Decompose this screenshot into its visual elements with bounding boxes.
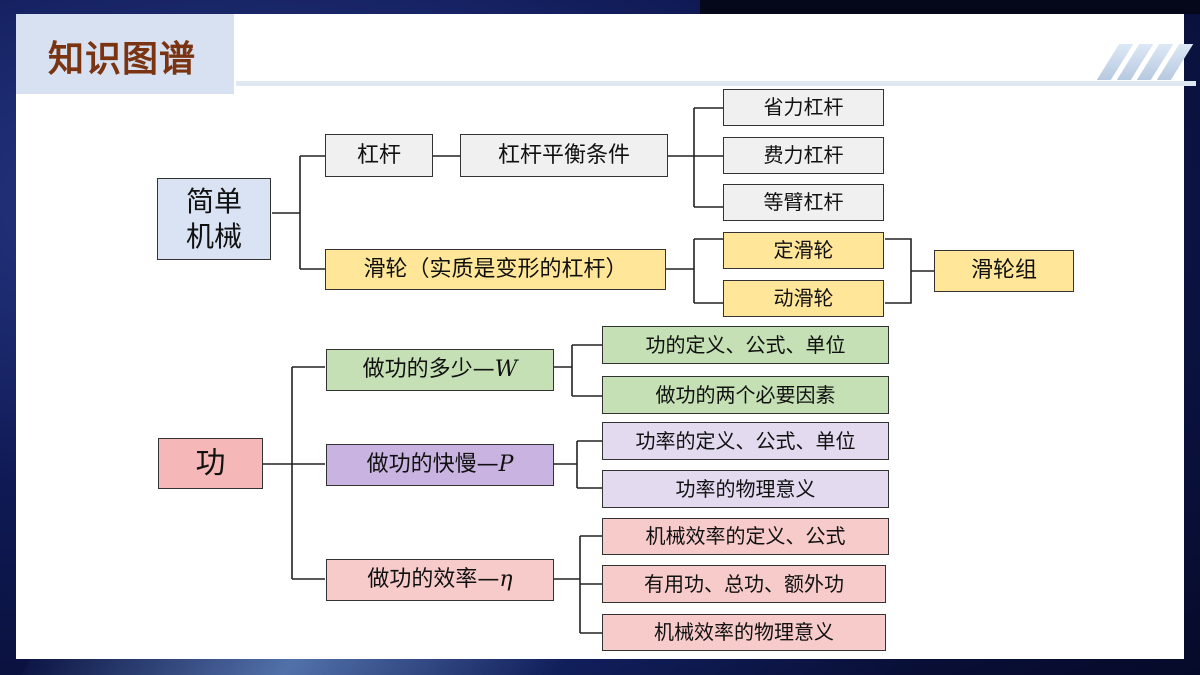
page-title: 知识图谱	[48, 39, 197, 80]
node-work-efficiency-label: 做功的效率—	[367, 567, 500, 593]
node-pulley-type: 动滑轮	[723, 280, 884, 317]
efficiency-symbol: η	[499, 567, 513, 593]
header-divider	[236, 81, 1196, 86]
power-symbol: P	[498, 452, 514, 478]
node-work-efficiency: 做功的效率—η	[326, 559, 554, 601]
node-work: 功	[158, 438, 263, 489]
node-work-efficiency-item: 机械效率的定义、公式	[602, 518, 889, 555]
node-lever-type: 等臂杠杆	[723, 184, 884, 221]
node-work-amount-label: 做功的多少—	[362, 357, 495, 383]
node-lever-type: 费力杠杆	[723, 137, 884, 174]
node-work-amount-item: 做功的两个必要因素	[602, 376, 889, 414]
node-lever: 杠杆	[325, 134, 433, 177]
slide: 知识图谱	[16, 14, 1196, 659]
node-pulley-type: 定滑轮	[723, 232, 884, 269]
node-work-efficiency-item: 有用功、总功、额外功	[602, 565, 886, 603]
node-work-speed-item: 功率的定义、公式、单位	[602, 422, 889, 460]
background-starfield	[700, 0, 1200, 14]
node-work-amount-item: 功的定义、公式、单位	[602, 326, 889, 364]
node-lever-type: 省力杠杆	[723, 89, 884, 126]
connector-lines	[263, 107, 934, 634]
work-symbol: W	[494, 357, 518, 383]
node-work-speed-item: 功率的物理意义	[602, 470, 889, 508]
node-pulley: 滑轮（实质是变形的杠杆）	[325, 249, 666, 290]
node-pulley-block: 滑轮组	[934, 250, 1074, 292]
node-lever-balance-condition: 杠杆平衡条件	[460, 134, 668, 177]
node-work-speed: 做功的快慢—P	[326, 444, 554, 486]
connector	[885, 238, 912, 304]
node-work-efficiency-item: 机械效率的物理意义	[602, 614, 886, 651]
node-simple-machines: 简单 机械	[157, 178, 271, 260]
node-work-speed-label: 做功的快慢—	[366, 452, 499, 478]
title-box: 知识图谱	[16, 14, 234, 94]
node-work-amount: 做功的多少—W	[326, 349, 554, 391]
